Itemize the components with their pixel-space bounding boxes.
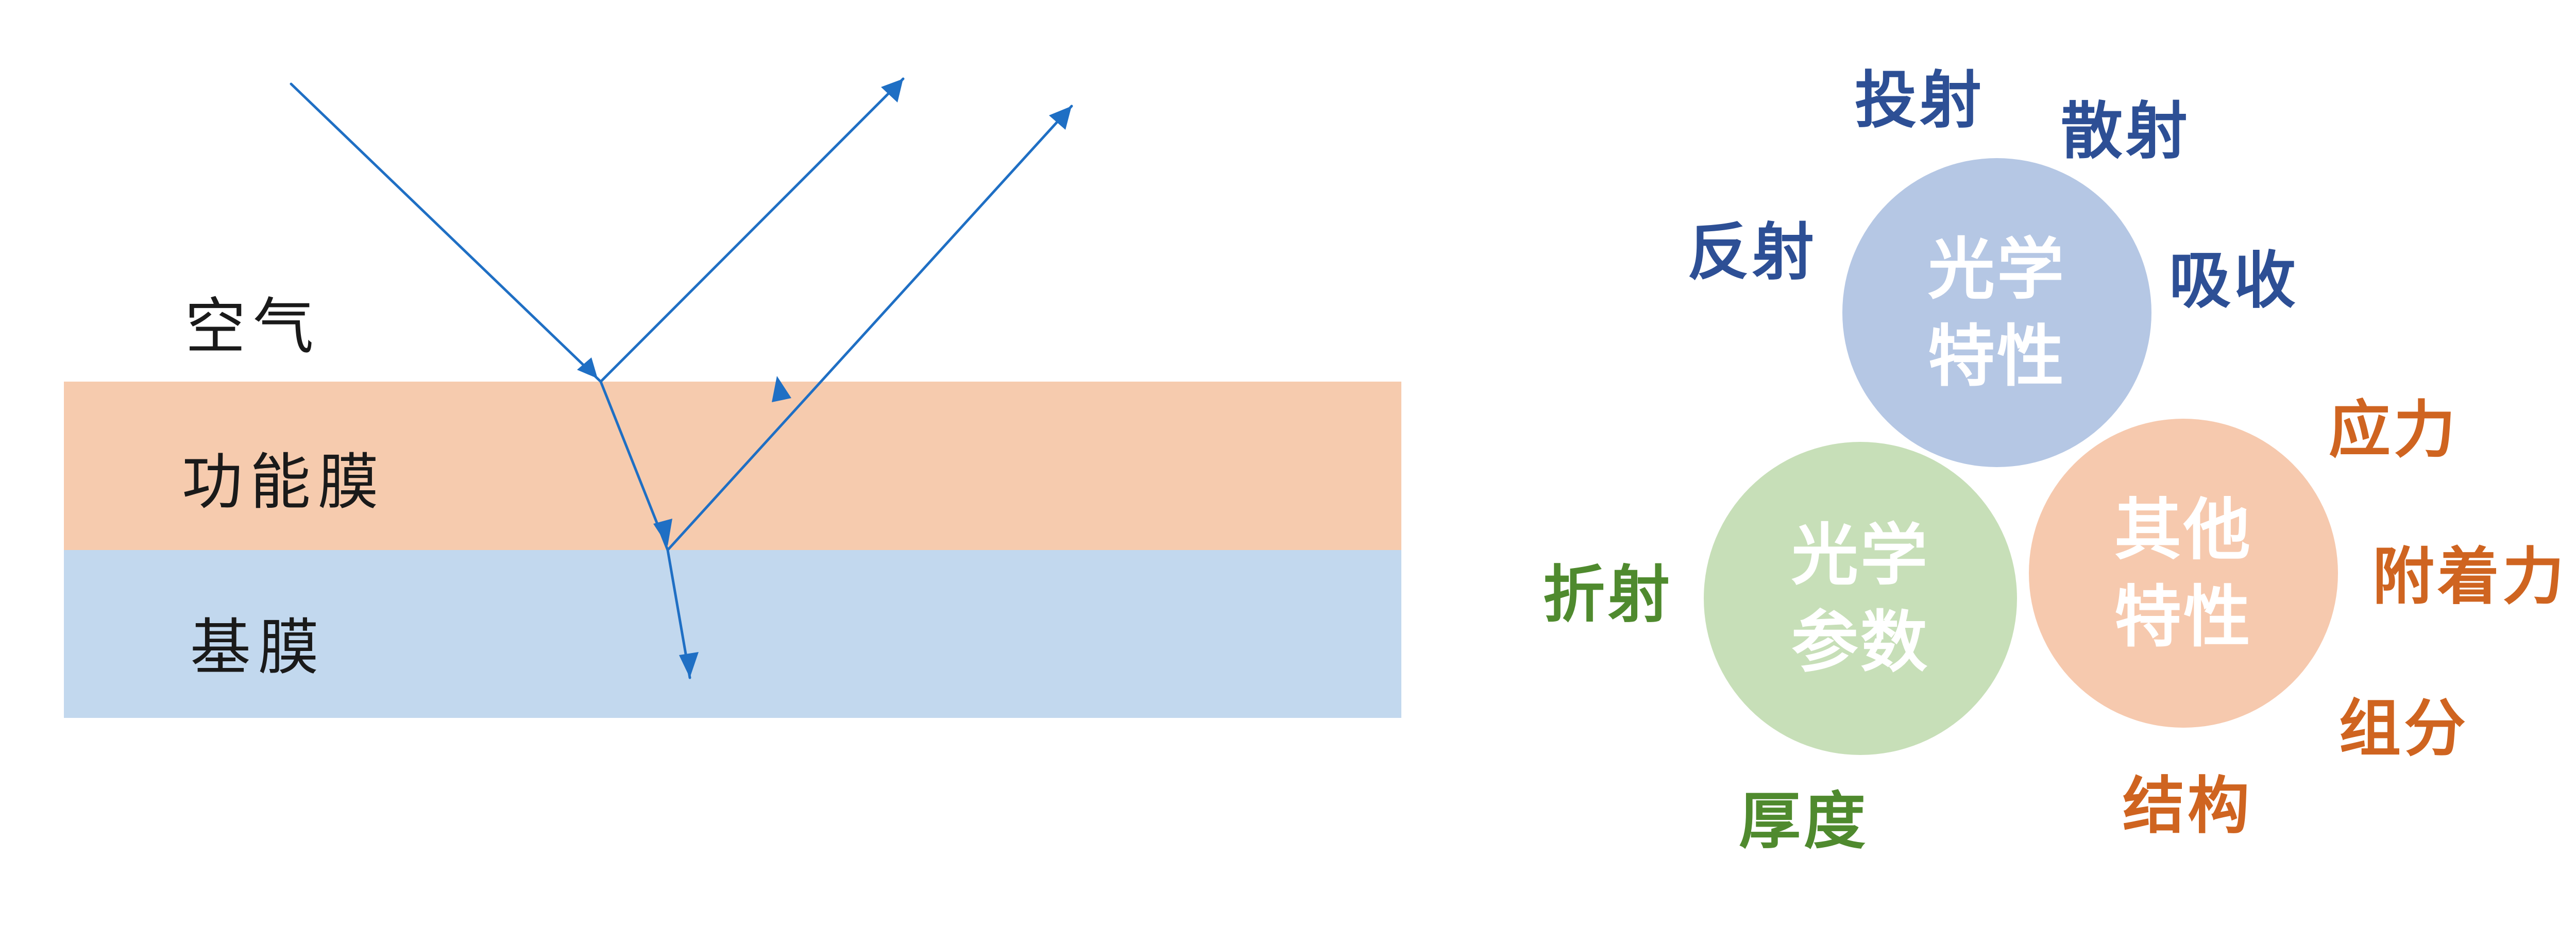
surface-reflection-ray [599,77,905,383]
circle-title-line1: 光学 [1927,230,2066,308]
functional-film-layer [64,382,1401,550]
scattering-label: 散射 [2061,95,2191,167]
arrowhead-icon [679,652,699,678]
absorption-label: 吸收 [2169,244,2299,317]
optical-parameters-circle: 光学 参数 [1704,442,2017,755]
circle-title-line1: 光学 [1791,516,1929,594]
optical-properties-circle: 光学 特性 [1842,158,2151,467]
substrate-layer [64,550,1401,718]
functional-film-label: 功能膜 [182,447,386,518]
substrate-label: 基膜 [190,612,327,683]
transmission-label: 投射 [1855,64,1985,136]
interface-reflection-ray [666,105,1073,552]
composition-label: 组分 [2339,692,2469,765]
stress-label: 应力 [2329,393,2459,466]
circle-title-line1: 其他 [2114,490,2252,569]
arrowhead-icon [1049,106,1072,130]
circle-title-line2: 参数 [1791,603,1929,681]
arrowhead-icon [881,79,903,102]
structure-label: 结构 [2123,769,2252,842]
refraction-label: 折射 [1543,558,1673,631]
incident-ray [290,82,602,383]
reflection-label: 反射 [1687,216,1817,288]
air-label: 空气 [185,291,321,362]
arrowhead-icon [653,519,672,546]
circle-title-line2: 特性 [1927,317,2066,396]
adhesion-label: 附着力 [2372,540,2567,613]
thickness-label: 厚度 [1739,785,1869,857]
arrowhead-icon [772,376,791,402]
other-properties-circle: 其他 特性 [2029,419,2338,728]
arrowhead-icon [577,357,598,379]
film-refraction-ray [599,380,669,552]
circle-title-line2: 特性 [2114,577,2252,656]
